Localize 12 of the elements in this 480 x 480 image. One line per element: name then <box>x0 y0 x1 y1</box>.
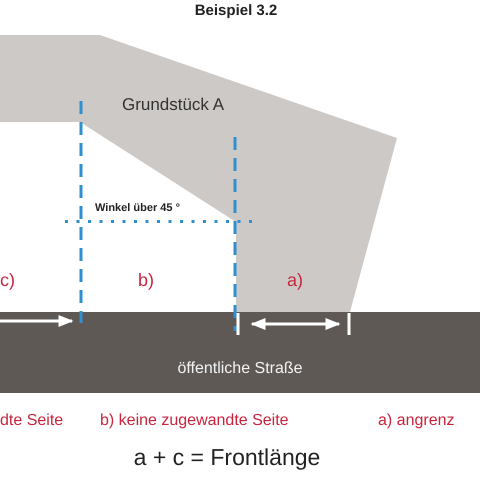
formula: a + c = Frontlänge <box>134 444 320 470</box>
street <box>0 312 480 393</box>
region-description: dte Seite <box>0 412 64 430</box>
region-label: a) <box>287 270 304 291</box>
region-description: a) angrenz <box>378 412 454 430</box>
region-label: b) <box>138 270 154 291</box>
region-description: b) keine zugewandte Seite <box>100 412 289 430</box>
diagram-title: Beispiel 3.2 <box>194 2 278 20</box>
angle-note: Winkel über 45 ° <box>95 202 180 215</box>
street-name: öffentliche Straße <box>177 360 303 378</box>
plot-name: Grundstück A <box>122 95 224 115</box>
region-label: c) <box>0 270 15 291</box>
